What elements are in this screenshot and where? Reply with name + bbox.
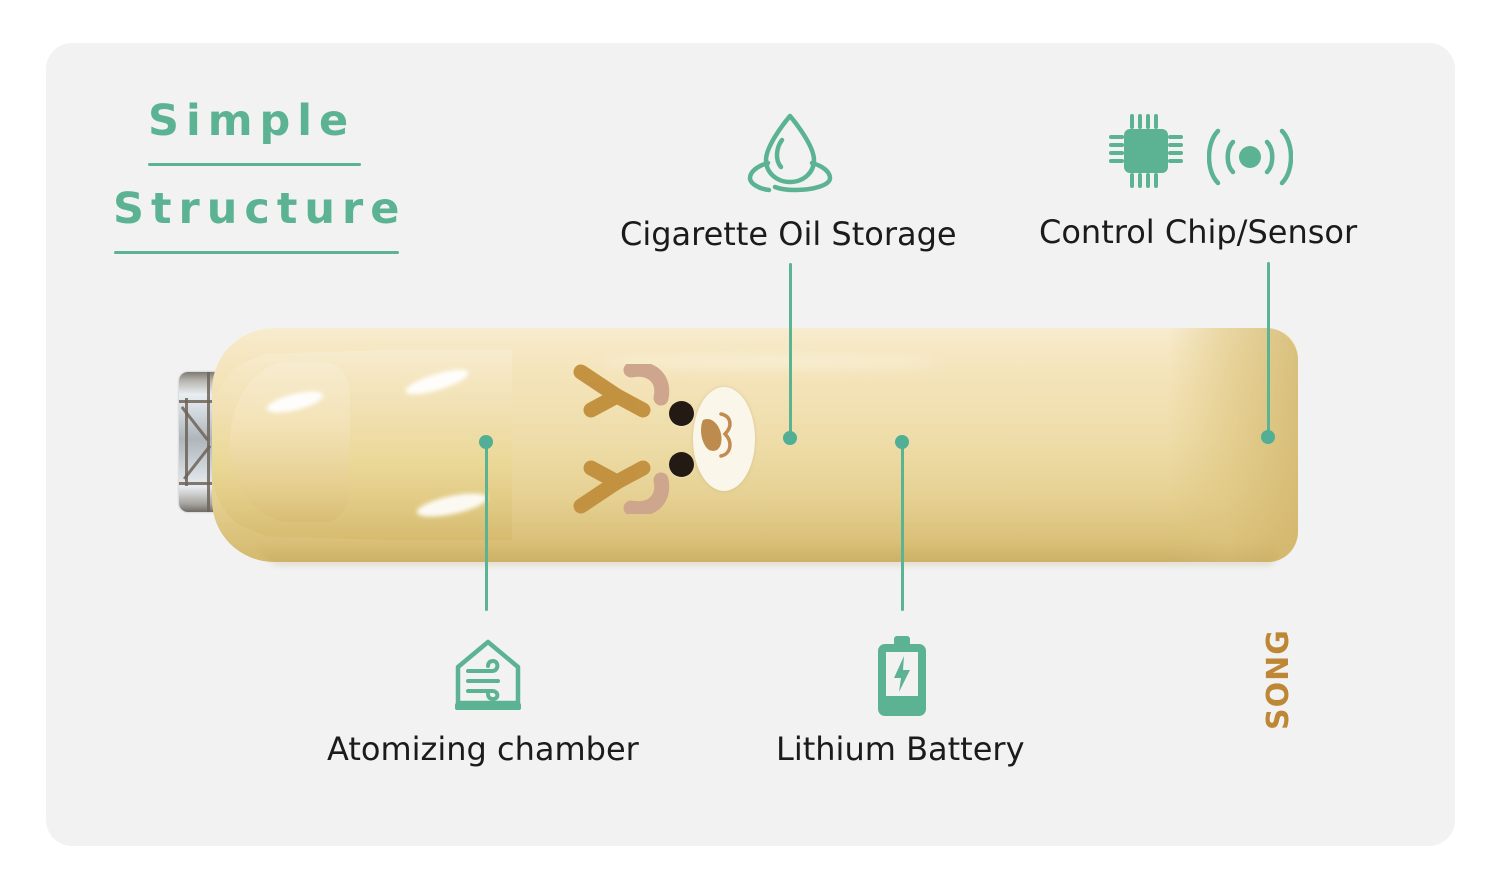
connector-dot-battery: [895, 435, 909, 449]
label-cigarette-oil-storage: Cigarette Oil Storage: [620, 215, 957, 253]
connector-line-atomizer: [485, 444, 488, 611]
connector-dot-chip: [1261, 430, 1275, 444]
airflow-house-icon: [452, 637, 524, 721]
mesh-pattern: [179, 372, 243, 512]
label-lithium-battery: Lithium Battery: [776, 730, 1025, 768]
deer-eye-left: [669, 401, 694, 426]
title-rule-2: [114, 251, 399, 254]
battery-icon: [874, 636, 930, 722]
label-atomizing-chamber: Atomizing chamber: [327, 730, 639, 768]
deer-nose-mouth: [701, 412, 732, 458]
title-line-2: Structure: [113, 184, 407, 234]
water-droplet-icon: [735, 110, 845, 199]
chip-icon: [1107, 112, 1185, 194]
vape-device-illustration: SONG: [168, 320, 1298, 730]
title-rule-1: [148, 163, 361, 166]
brand-text: SONG: [1261, 629, 1296, 730]
connector-line-chip: [1267, 262, 1270, 439]
deer-face-graphic: [573, 361, 763, 517]
deer-face-svg: [573, 361, 670, 517]
body-shadow: [258, 540, 1278, 566]
device-right-cap: [1168, 328, 1298, 562]
connector-dot-atomizer: [479, 435, 493, 449]
connector-dot-oil: [783, 431, 797, 445]
page-title: Simple Structure: [113, 100, 413, 254]
label-control-chip-sensor: Control Chip/Sensor: [1039, 213, 1358, 251]
connector-line-battery: [901, 444, 904, 611]
title-line-1: Simple: [148, 96, 356, 146]
connector-line-oil: [789, 263, 792, 439]
gloss-highlight: [598, 356, 938, 368]
device-neck: [230, 362, 350, 522]
sensor-signal-icon: [1206, 124, 1294, 194]
deer-eye-right: [669, 452, 694, 477]
